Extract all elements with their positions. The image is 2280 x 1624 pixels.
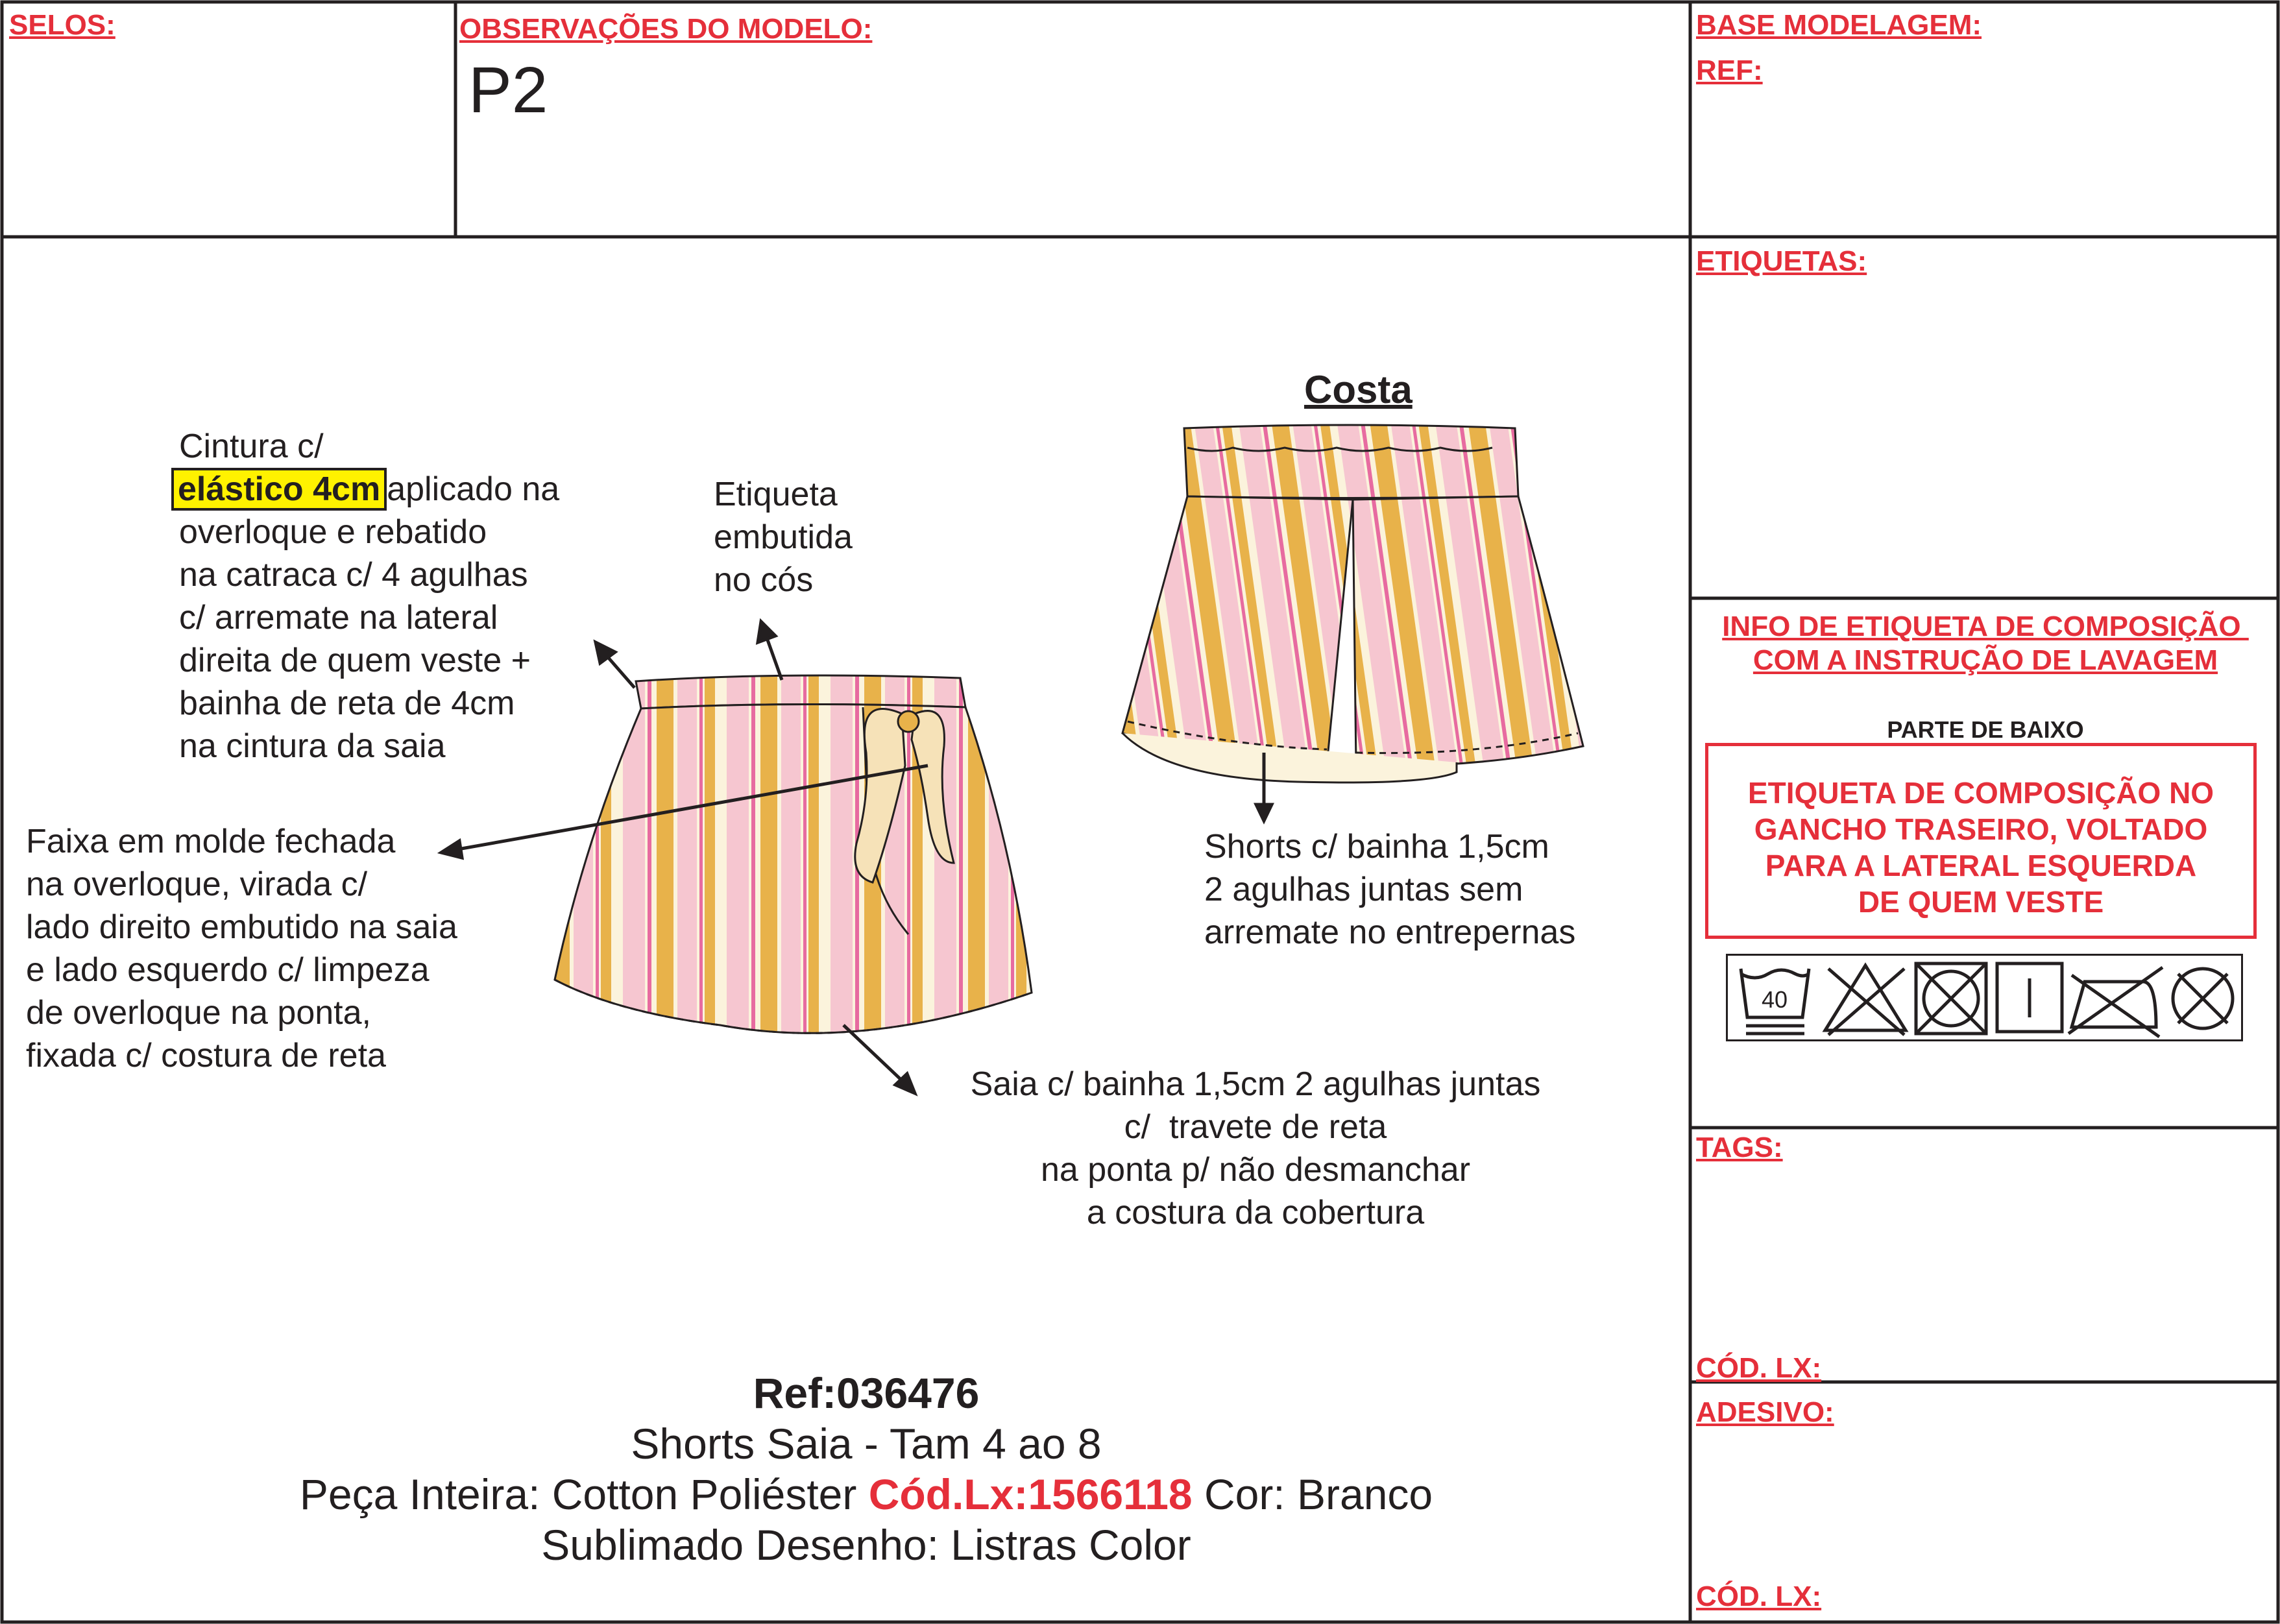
costa-label: Costa: [1304, 368, 1413, 411]
tags-label: TAGS:: [1696, 1132, 1783, 1163]
composition-line: PARA A LATERAL ESQUERDA: [1765, 849, 2197, 882]
elastico-highlight: elástico 4cm: [171, 468, 387, 511]
no-bleach-icon: [1822, 962, 1909, 1036]
product-name: Shorts Saia - Tam 4 ao 8: [631, 1420, 1102, 1468]
cod-lx-label: CÓD. LX:: [1696, 1352, 1822, 1384]
cod-lx-label: CÓD. LX:: [1696, 1581, 1822, 1612]
observacoes-value: P2: [468, 54, 548, 127]
composition-line: ETIQUETA DE COMPOSIÇÃO NO: [1747, 776, 2214, 810]
composition-line: DE QUEM VESTE: [1858, 885, 2104, 919]
faixa-note: Faixa em molde fechada na overloque, vir…: [26, 823, 457, 1074]
info-etiqueta-title: INFO DE ETIQUETA DE COMPOSIÇÃO COM A INS…: [1722, 611, 2249, 676]
line-dry-icon: [1995, 962, 2064, 1034]
saia-note: Saia c/ bainha 1,5cm 2 agulhas juntas c/…: [970, 1065, 1541, 1231]
product-fabric: Peça Inteira: Cotton Poliéster Cód.Lx:15…: [299, 1470, 1433, 1518]
front-view-drawing: [553, 674, 1033, 1034]
adesivo-label: ADESIVO:: [1696, 1396, 1834, 1428]
product-print: Sublimado Desenho: Listras Color: [541, 1521, 1191, 1569]
parte-de-baixo-label: PARTE DE BAIXO: [1887, 716, 2084, 743]
shorts-note: Shorts c/ bainha 1,5cm 2 agulhas juntas …: [1204, 828, 1576, 951]
product-ref: Ref:036476: [753, 1369, 980, 1417]
base-modelagem-label: BASE MODELAGEM:: [1696, 9, 1982, 41]
etiqueta-note: Etiqueta embutida no cós: [714, 476, 853, 599]
no-tumble-dry-icon: [1914, 962, 1988, 1036]
wash-temp-text: 40: [1762, 986, 1788, 1013]
no-iron-icon: [2067, 965, 2164, 1039]
annotation-arrows: [437, 618, 1274, 1097]
etiquetas-label: ETIQUETAS:: [1696, 245, 1867, 277]
back-view-drawing: [1121, 424, 1584, 784]
no-dry-clean-icon: [2171, 967, 2235, 1030]
selos-label: SELOS:: [9, 9, 115, 41]
product-info: Ref:036476 Shorts Saia - Tam 4 ao 8 Peça…: [130, 1368, 1603, 1570]
care-symbols-box: 40: [1726, 954, 2243, 1041]
ref-label: REF:: [1696, 55, 1763, 86]
composition-instruction-box: ETIQUETA DE COMPOSIÇÃO NO GANCHO TRASEIR…: [1705, 743, 2257, 939]
observacoes-label: OBSERVAÇÕES DO MODELO:: [459, 13, 873, 45]
fabric-code: Cód.Lx:1566118: [868, 1470, 1193, 1518]
composition-line: GANCHO TRASEIRO, VOLTADO: [1754, 812, 2208, 846]
wash-40-gentle-icon: 40: [1739, 968, 1811, 1036]
